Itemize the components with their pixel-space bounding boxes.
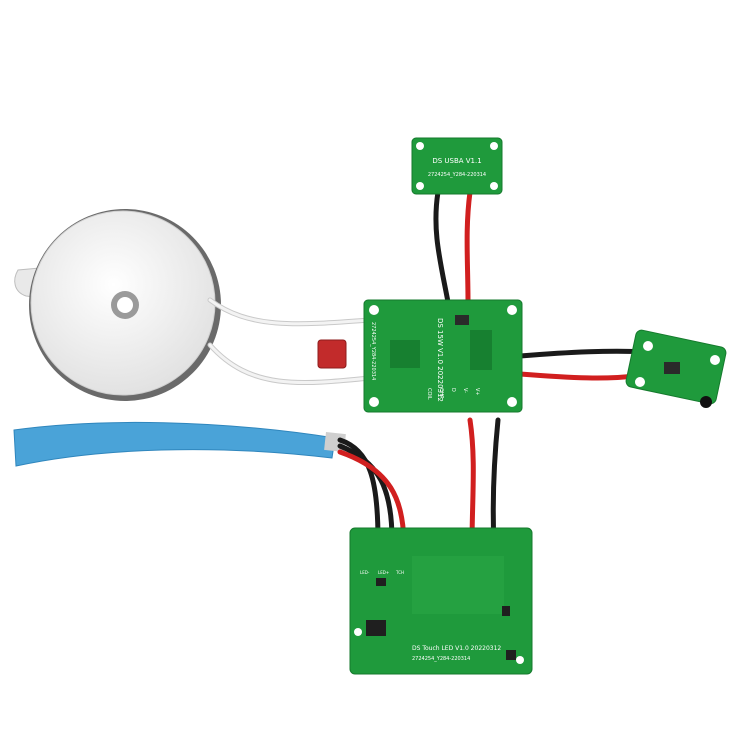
touch-led-board: LED- LED+ TCH DS Touch LED V1.0 20220312… [349,527,533,675]
main-pin-coil: COIL [426,388,432,400]
coil-wires [207,297,373,386]
main-board-code: 2724254_Y284-220314 [370,322,376,380]
touch-pin-led-minus: LED- [360,570,370,575]
touch-pin-tch: TCH [395,570,404,575]
usb-board-code: 2724254_Y284-220314 [428,172,486,178]
usb-board-label: DS USBA V1.1 [432,157,481,165]
main-board-label: DS 15W V1.0 20220312 [436,318,444,402]
usb-board: DS USBA V1.1 2724254_Y284-220314 [411,137,503,195]
main-board: DS 15W V1.0 20220312 2724254_Y284-220314… [363,299,523,413]
main-pin-d: D [450,388,456,392]
touch-pin-led-plus: LED+ [378,570,389,575]
touch-sensor-tape [13,421,346,467]
touch-board-code: 2724254_Y284-220314 [412,656,470,662]
main-pin-vminus: V- [462,388,468,393]
switch-board [625,329,727,408]
capacitor [317,339,347,369]
charging-coil [14,209,221,401]
main-pin-vplus: V+ [474,388,480,396]
touch-board-label: DS Touch LED V1.0 20220312 [412,645,501,652]
main-pin-chr: CHR [438,388,444,399]
